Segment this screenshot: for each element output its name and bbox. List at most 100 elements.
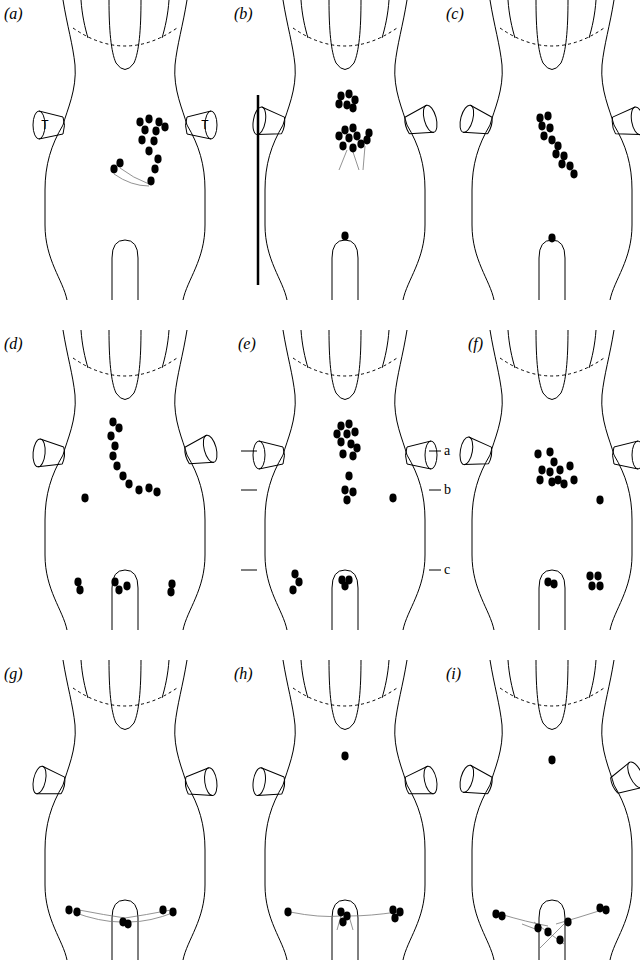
neck-line	[81, 660, 88, 698]
appendage-end	[425, 441, 437, 469]
fibre-line	[349, 912, 397, 916]
body-outline	[472, 0, 502, 300]
dashed-boundary	[293, 358, 397, 376]
panel-letter: (b)	[234, 6, 253, 22]
appendage	[33, 111, 65, 139]
cell-dot	[345, 472, 352, 481]
appendage	[251, 767, 286, 799]
cell-dot	[341, 232, 348, 241]
cell-dot	[560, 480, 567, 489]
appendage-side	[607, 762, 640, 798]
fibre-line	[363, 146, 365, 170]
cell-dot	[602, 906, 609, 915]
dashed-boundary	[293, 688, 397, 706]
cell-dot	[145, 147, 152, 156]
fibre-line	[339, 150, 347, 170]
dashed-boundary	[500, 28, 604, 46]
cell-dot	[345, 90, 352, 99]
cell-dot	[552, 150, 559, 159]
upper-tube	[536, 660, 568, 730]
appendage-end	[203, 767, 219, 796]
appendage-side	[182, 435, 214, 469]
cell-dot	[339, 918, 346, 927]
level-label: c	[444, 563, 450, 577]
neck-line	[589, 330, 596, 368]
cell-dot	[147, 177, 154, 186]
cell-dot	[73, 908, 80, 917]
cell-dot	[556, 466, 563, 475]
cell-dot	[295, 578, 302, 587]
body-outline	[602, 0, 632, 300]
cell-dot	[123, 582, 130, 591]
panel-letter: (h)	[234, 666, 253, 682]
dashed-boundary	[73, 688, 177, 706]
upper-tube	[329, 660, 361, 730]
lower-tube	[112, 900, 138, 960]
appendage-side	[184, 768, 213, 799]
neck-line	[508, 660, 515, 698]
appendage	[457, 764, 495, 799]
appendage-end	[251, 767, 267, 796]
cell-dot	[550, 458, 557, 467]
panel-letter: (i)	[446, 666, 461, 682]
body-panel	[458, 330, 640, 630]
body-side	[45, 330, 88, 630]
appendage-end	[632, 441, 640, 469]
cell-dot	[333, 430, 340, 439]
upper-tube	[109, 0, 141, 70]
appendage-end	[31, 765, 49, 795]
level-label: b	[444, 483, 451, 497]
appendage-side	[37, 766, 68, 799]
level-tick	[241, 490, 257, 491]
appendage-side	[610, 107, 640, 139]
appendage-side	[257, 768, 286, 799]
body-panel	[253, 330, 437, 630]
level-tick	[429, 570, 441, 571]
body-side	[589, 660, 632, 960]
body-outline	[175, 660, 205, 960]
cell-dot	[153, 488, 160, 497]
body-outline	[602, 660, 632, 960]
fibre-line	[290, 912, 341, 917]
neck-line	[382, 0, 389, 38]
cell-dot	[546, 124, 553, 133]
lower-tube	[332, 900, 358, 960]
body-side	[472, 660, 515, 960]
neck-line	[382, 660, 389, 698]
level-tick	[429, 490, 441, 491]
cell-dot	[548, 136, 555, 145]
cell-dot	[337, 438, 344, 447]
cell-dot	[548, 478, 555, 487]
fibre-line	[79, 910, 125, 918]
fibre-line	[114, 174, 149, 186]
neck-line	[589, 660, 596, 698]
cell-dot	[145, 115, 152, 124]
appendage-end	[457, 104, 476, 134]
cell-dot	[586, 572, 593, 581]
cell-dot	[566, 462, 573, 471]
cell-dot	[109, 452, 116, 461]
cell-dot	[115, 586, 122, 595]
body-panel	[251, 0, 440, 300]
body-side	[382, 0, 425, 300]
dashed-boundary	[293, 28, 397, 46]
scale-bar	[257, 95, 260, 285]
cell-dot	[159, 906, 166, 915]
body-side	[472, 330, 515, 630]
cell-dot	[534, 450, 541, 459]
body-panel	[457, 660, 640, 960]
cell-dot	[111, 578, 118, 587]
body-side	[162, 330, 205, 630]
body-side	[265, 330, 308, 630]
panel-letter: (f)	[468, 336, 483, 352]
cell-dot	[136, 118, 143, 127]
cell-dot	[74, 578, 81, 587]
body-panel	[457, 0, 640, 300]
cell-dot	[155, 118, 162, 127]
body-outline	[472, 330, 502, 630]
appendage-end	[253, 441, 265, 469]
neck-line	[301, 0, 308, 38]
body-outline	[265, 330, 295, 630]
body-panel	[251, 660, 439, 960]
cell-dot	[548, 234, 555, 243]
